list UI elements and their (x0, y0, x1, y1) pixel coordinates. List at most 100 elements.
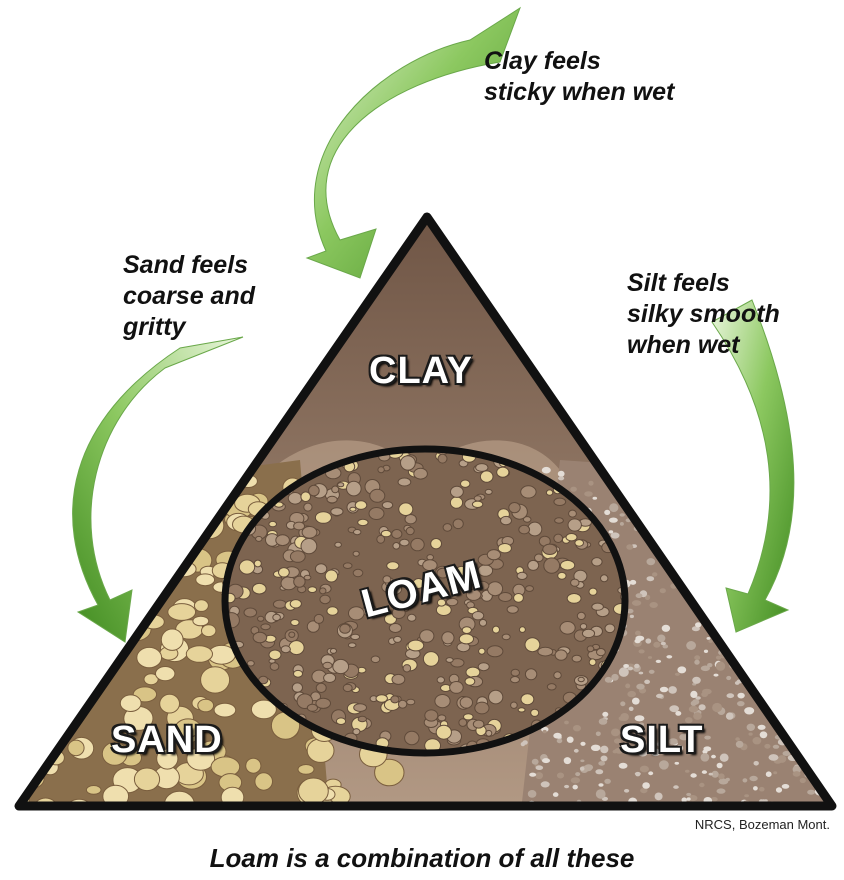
grain (762, 483, 768, 488)
grain (619, 667, 629, 677)
grain (690, 691, 697, 698)
grain (835, 644, 844, 652)
grain (315, 564, 326, 574)
grain (294, 670, 303, 677)
grain (450, 682, 464, 694)
grain (281, 646, 290, 653)
grain (647, 576, 655, 581)
grain (392, 674, 405, 684)
grain (302, 527, 317, 539)
grain (316, 698, 331, 708)
grain (728, 519, 736, 526)
grain (68, 740, 84, 756)
grain (472, 612, 483, 620)
grain (568, 519, 581, 531)
grain (273, 600, 286, 608)
grain (558, 471, 565, 477)
grain (574, 749, 579, 753)
grain (611, 674, 618, 681)
grain (756, 516, 763, 523)
grain (661, 544, 666, 548)
grain (518, 708, 525, 712)
grain (668, 686, 677, 694)
grain (702, 689, 712, 695)
grain (18, 493, 37, 507)
grain (473, 720, 484, 728)
grain (354, 530, 361, 535)
grain (795, 810, 799, 814)
grain (828, 507, 833, 512)
grain (836, 523, 842, 529)
grain (602, 451, 617, 461)
grain (707, 663, 712, 667)
grain (536, 765, 544, 770)
grain (371, 656, 380, 663)
grain (32, 674, 49, 686)
grain (736, 653, 740, 657)
grain (818, 622, 824, 627)
grain (476, 464, 488, 472)
grain (316, 683, 326, 692)
grain (11, 566, 33, 583)
grain (636, 773, 640, 776)
grain (837, 490, 843, 496)
grain (792, 671, 799, 677)
grain (0, 625, 9, 642)
grain (43, 560, 69, 583)
grain (838, 587, 843, 591)
grain (759, 513, 768, 520)
grain (595, 769, 603, 774)
grain (571, 579, 579, 586)
grain (660, 588, 666, 593)
grain (558, 572, 566, 579)
grain (699, 704, 706, 710)
grain (0, 500, 17, 525)
grain (604, 510, 610, 515)
grain (837, 584, 844, 590)
grain (760, 636, 764, 639)
grain (636, 593, 643, 598)
grain (392, 530, 402, 539)
grain (754, 761, 759, 766)
grain (821, 708, 829, 713)
grain (617, 479, 625, 484)
grain (592, 603, 604, 610)
grain (704, 484, 709, 488)
grain (695, 557, 705, 566)
grain (804, 541, 812, 547)
grain (735, 737, 740, 741)
grain (741, 579, 749, 584)
grain (702, 770, 707, 774)
grain (279, 568, 290, 577)
grain (23, 591, 52, 609)
grain (802, 588, 812, 596)
grain (593, 497, 598, 500)
grain (789, 620, 796, 625)
grain (33, 491, 57, 513)
grain (450, 497, 462, 508)
grain (642, 782, 650, 789)
grain (580, 760, 584, 763)
grain (726, 712, 734, 719)
grain (517, 572, 527, 579)
grain (358, 519, 368, 525)
grain (1, 662, 23, 681)
grain (451, 486, 464, 497)
grain (86, 786, 101, 795)
grain (309, 485, 320, 496)
grain (401, 456, 416, 470)
sand-label: SAND (111, 719, 223, 762)
grain (0, 478, 21, 499)
grain (714, 674, 719, 677)
grain (589, 659, 596, 666)
grain (783, 696, 789, 700)
grain (588, 481, 593, 486)
grain (256, 536, 262, 541)
grain (825, 553, 830, 556)
grain (683, 553, 688, 556)
grain (823, 502, 830, 508)
grain (343, 563, 352, 569)
grain (407, 699, 415, 705)
grain (835, 652, 844, 659)
grain (636, 508, 643, 514)
